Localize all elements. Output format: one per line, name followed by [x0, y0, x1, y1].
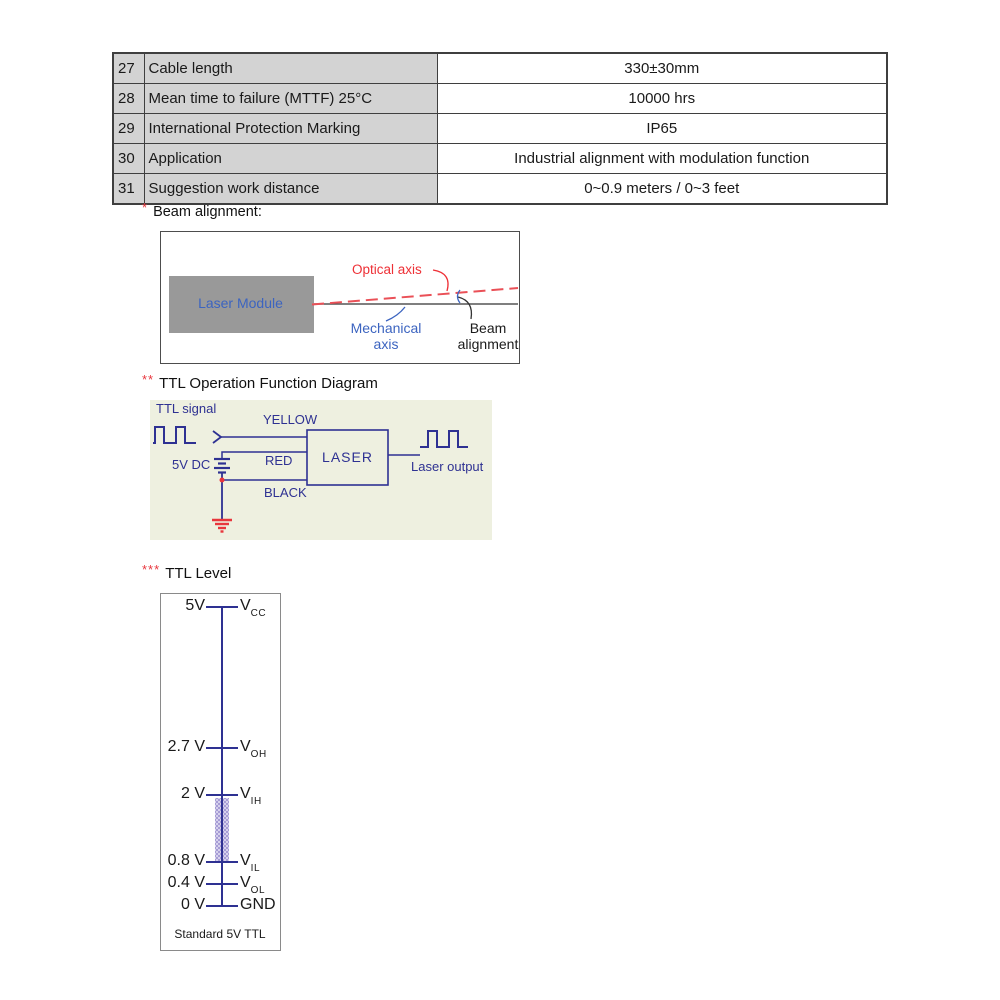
row-number: 29 [112, 113, 145, 144]
level-name: VCC [240, 597, 267, 620]
spec-table: 27 Cable length 330±30mm 28 Mean time to… [112, 52, 888, 205]
ttl-level-heading: *** TTL Level [142, 562, 232, 582]
level-name: VOH [240, 738, 267, 761]
input-chevron-icon [212, 430, 223, 444]
table-row: 28 Mean time to failure (MTTF) 25°C 1000… [112, 83, 888, 114]
level-name: VIH [240, 785, 262, 808]
row-number: 28 [112, 83, 145, 114]
row-label: Mean time to failure (MTTF) 25°C [143, 83, 438, 114]
mechanical-axis-label-line2: axis [373, 336, 399, 353]
ttl-input-waveform-icon [153, 426, 196, 444]
dc-supply-label: 5V DC [172, 457, 211, 472]
black-wire-label: BLACK [264, 485, 307, 500]
mechanical-axis-label-line1: Mechanical [350, 320, 422, 336]
ground-icon [212, 518, 232, 533]
level-subscript: OL [250, 885, 266, 897]
optical-axis-line [311, 287, 519, 306]
beam-heading-text: Beam alignment: [153, 204, 262, 220]
row-number: 27 [112, 52, 145, 84]
optical-pointer-curve [432, 269, 449, 292]
laser-module-rect [169, 276, 314, 333]
red-wire-label: RED [265, 453, 293, 468]
ttl-op-graphics [153, 426, 468, 533]
red-wire [221, 451, 307, 459]
row-label: International Protection Marking [143, 113, 438, 144]
level-symbol: V [240, 597, 251, 614]
row-number: 31 [112, 173, 145, 205]
level-symbol: V [240, 738, 251, 755]
footnote-asterisks: *** [142, 562, 161, 577]
level-symbol: GND [240, 896, 276, 913]
row-value: 10000 hrs [436, 83, 888, 114]
laser-output-waveform-icon [420, 430, 468, 448]
row-label: Suggestion work distance [143, 173, 438, 205]
level-symbol: V [240, 785, 251, 802]
table-row: 31 Suggestion work distance 0~0.9 meters… [112, 173, 888, 205]
table-row: 29 International Protection Marking IP65 [112, 113, 888, 144]
row-value: 330±30mm [436, 52, 888, 84]
level-subscript: IL [250, 863, 261, 875]
level-symbol: V [240, 852, 251, 869]
row-value: Industrial alignment with modulation fun… [436, 143, 888, 174]
beam-diagram-graphics [169, 269, 519, 333]
beam-alignment-diagram [160, 231, 520, 364]
beam-alignment-label-line1: Beam [469, 320, 507, 336]
level-voltage: 0.4 V [167, 874, 205, 891]
level-voltage: 5V [185, 597, 205, 614]
row-number: 30 [112, 143, 145, 174]
level-voltage: 0 V [180, 896, 205, 913]
laser-box [306, 429, 389, 486]
level-voltage: 2 V [180, 785, 205, 802]
optical-axis-label: Optical axis [352, 262, 422, 277]
row-label: Application [143, 143, 438, 174]
beam-alignment-label-line2: alignment [457, 336, 519, 353]
mechanical-pointer-curve [385, 306, 406, 322]
beam-angle-arc [456, 289, 461, 304]
table-row: 30 Application Industrial alignment with… [112, 143, 888, 174]
level-name: VIL [240, 852, 261, 875]
junction-dot [219, 477, 225, 483]
beam-heading: * Beam alignment: [142, 200, 262, 220]
level-name: GND [240, 896, 276, 916]
laser-box-label: LASER [322, 449, 373, 465]
ttl-signal-label: TTL signal [156, 401, 217, 416]
ttl-operation-diagram [150, 400, 492, 540]
ttl-level-caption: Standard 5V TTL [174, 927, 266, 941]
footnote-asterisk: * [142, 200, 149, 215]
beam-pointer-curve [457, 296, 473, 320]
row-value: 0~0.9 meters / 0~3 feet [436, 173, 888, 205]
table-row: 27 Cable length 330±30mm [112, 52, 888, 84]
ttl-level-diagram [160, 593, 281, 951]
footnote-asterisks: ** [142, 372, 155, 387]
ttl-op-heading: ** TTL Operation Function Diagram [142, 372, 378, 392]
level-voltage: 2.7 V [167, 738, 205, 755]
ttl-op-heading-text: TTL Operation Function Diagram [159, 375, 378, 392]
ttl-level-heading-text: TTL Level [165, 565, 232, 582]
level-subscript: IH [250, 796, 262, 808]
row-label: Cable length [143, 52, 438, 84]
level-name: VOL [240, 874, 266, 897]
row-value: IP65 [436, 113, 888, 144]
level-subscript: OH [250, 749, 267, 761]
level-voltage: 0.8 V [167, 852, 205, 869]
level-subscript: CC [250, 608, 267, 620]
laser-output-label: Laser output [411, 459, 484, 474]
ttl-level-graphics [206, 606, 238, 907]
level-symbol: V [240, 874, 251, 891]
yellow-wire-label: YELLOW [263, 412, 318, 427]
laser-module-label: Laser Module [198, 295, 283, 311]
